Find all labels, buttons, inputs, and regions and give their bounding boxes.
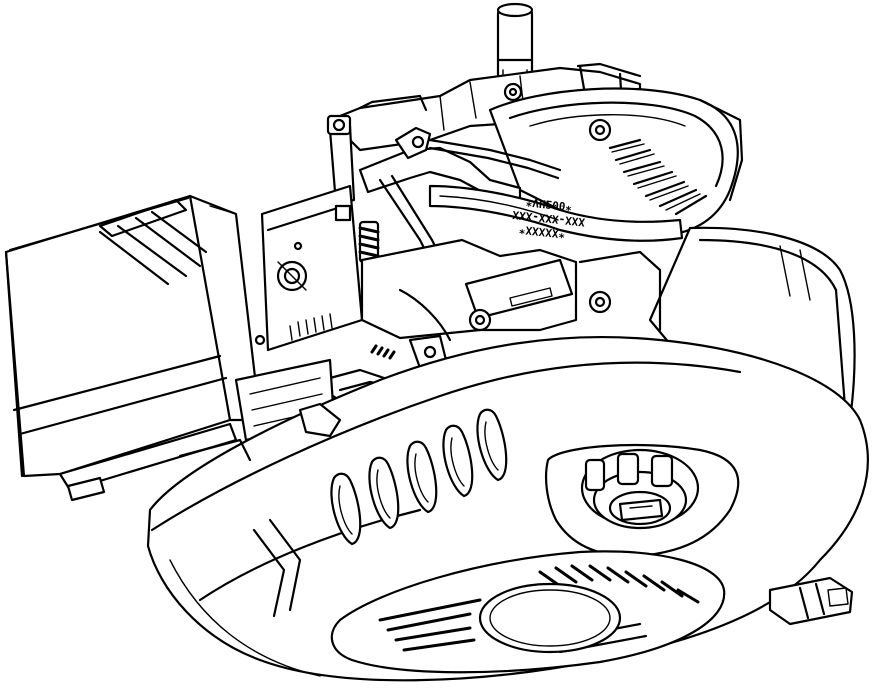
comb-teeth — [289, 313, 333, 341]
mounting-plate — [254, 184, 364, 352]
coil-spring-middle — [370, 344, 396, 360]
coil-spring-upper — [358, 220, 380, 264]
filter-box-ribs — [98, 198, 208, 286]
cap-grip-knobs — [584, 452, 674, 492]
oil-fill-cap — [545, 443, 740, 558]
starter-handle-bracket — [768, 576, 854, 626]
part-code-label: *XXXXX* XXX-XXX-XXX *VH200* — [512, 195, 586, 241]
air-filter-box — [4, 194, 262, 502]
carburetor — [328, 238, 662, 392]
shroud-vent-slots — [330, 408, 508, 546]
part-code-line-1: *XXXXX* — [518, 223, 565, 241]
flywheel-fins — [608, 138, 708, 216]
flywheel-housing — [488, 87, 744, 237]
part-code-line-3: *VH200* — [525, 195, 572, 213]
fuel-line — [428, 184, 684, 242]
blower-grille — [330, 550, 726, 674]
lower-shroud-bracket — [178, 402, 342, 462]
governor-linkage — [326, 114, 562, 332]
